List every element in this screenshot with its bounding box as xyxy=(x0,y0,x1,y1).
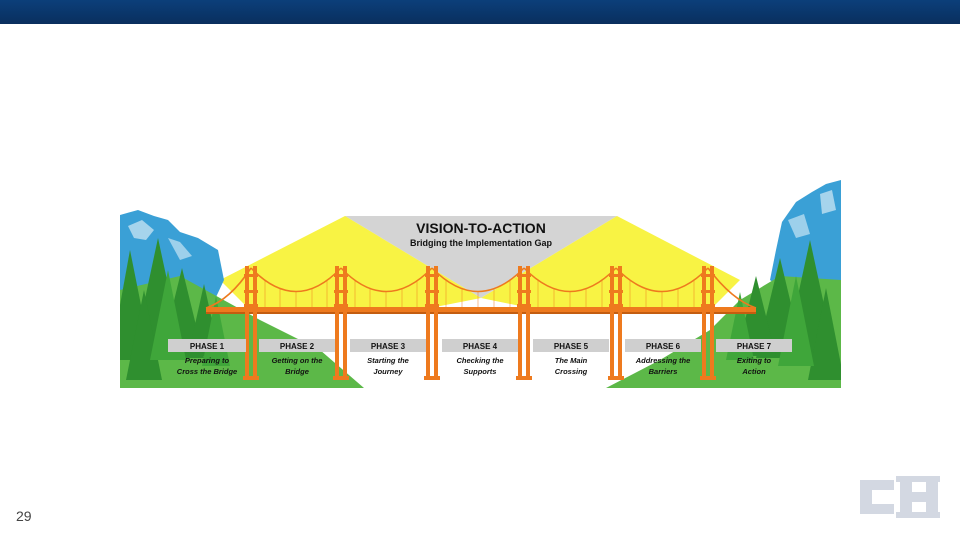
bridge-towers xyxy=(243,266,716,380)
bridge-deck xyxy=(206,307,756,312)
phase-4-label: PHASE 4 xyxy=(463,342,498,351)
phase-2-desc-line1: Getting on the xyxy=(272,356,323,365)
phase-1-label: PHASE 1 xyxy=(190,342,225,351)
phase-5-desc-line2: Crossing xyxy=(555,367,588,376)
phase-6-desc-line2: Barriers xyxy=(649,367,678,376)
page-number: 29 xyxy=(16,508,32,524)
phase-2-desc-line2: Bridge xyxy=(285,367,309,376)
phase-1-desc-line1: Preparing to xyxy=(185,356,230,365)
phase-3-label: PHASE 3 xyxy=(371,342,406,351)
diagram-title: VISION-TO-ACTION xyxy=(416,220,546,236)
phase-7-desc-line1: Exiting to xyxy=(737,356,772,365)
phase-5-desc-line1: The Main xyxy=(555,356,588,365)
phase-7-label: PHASE 7 xyxy=(737,342,772,351)
phase-3-desc-line2: Journey xyxy=(373,367,403,376)
light-beam-right xyxy=(481,216,740,310)
phase-label-bars xyxy=(168,339,792,352)
bridge-diagram: VISION-TO-ACTION Bridging the Implementa… xyxy=(120,180,841,388)
phase-5-label: PHASE 5 xyxy=(554,342,589,351)
diagram-subtitle: Bridging the Implementation Gap xyxy=(410,238,553,248)
phase-6-desc-line1: Addressing the xyxy=(635,356,691,365)
phase-6-label: PHASE 6 xyxy=(646,342,681,351)
phase-4-desc-line2: Supports xyxy=(464,367,497,376)
phase-1-desc-line2: Cross the Bridge xyxy=(177,367,237,376)
phase-2-label: PHASE 2 xyxy=(280,342,315,351)
top-banner xyxy=(0,0,960,24)
light-beam-left xyxy=(220,216,481,310)
phase-7-desc-line2: Action xyxy=(741,367,766,376)
phase-3-desc-line1: Starting the xyxy=(367,356,409,365)
title-panel xyxy=(345,216,617,298)
ch-logo xyxy=(858,474,942,520)
phase-4-desc-line1: Checking the xyxy=(456,356,503,365)
